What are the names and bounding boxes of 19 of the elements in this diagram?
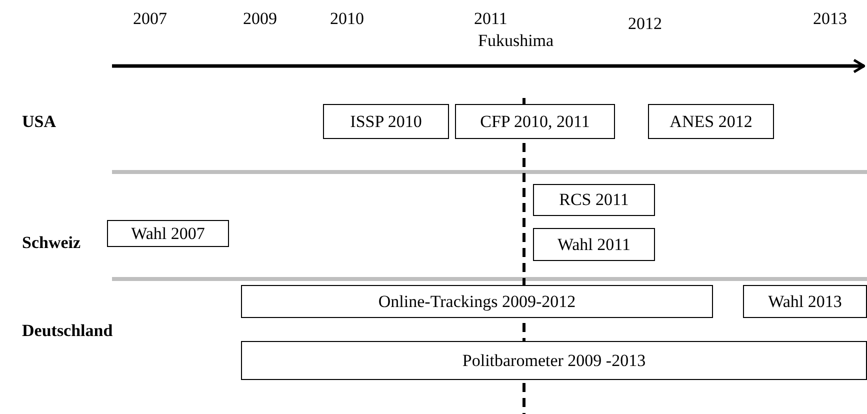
year-label: 2012 bbox=[628, 14, 662, 34]
survey-box: Online-Trackings 2009-2012 bbox=[241, 285, 713, 318]
survey-box: Wahl 2013 bbox=[743, 285, 867, 318]
country-label: Schweiz bbox=[22, 233, 81, 253]
country-label: USA bbox=[22, 112, 56, 132]
survey-box: ISSP 2010 bbox=[323, 104, 449, 139]
survey-box: Wahl 2011 bbox=[533, 228, 655, 261]
survey-box: Wahl 2007 bbox=[107, 220, 229, 247]
year-label: 2013 bbox=[813, 9, 847, 29]
survey-box: RCS 2011 bbox=[533, 184, 655, 216]
event-label: Fukushima bbox=[478, 31, 554, 51]
year-label: 2010 bbox=[330, 9, 364, 29]
year-label: 2007 bbox=[133, 9, 167, 29]
survey-box: ANES 2012 bbox=[648, 104, 774, 139]
year-label: 2011 bbox=[474, 9, 508, 29]
survey-box: Politbarometer 2009 -2013 bbox=[241, 341, 867, 380]
year-label: 2009 bbox=[243, 9, 277, 29]
survey-box: CFP 2010, 2011 bbox=[455, 104, 615, 139]
country-label: Deutschland bbox=[22, 321, 113, 341]
